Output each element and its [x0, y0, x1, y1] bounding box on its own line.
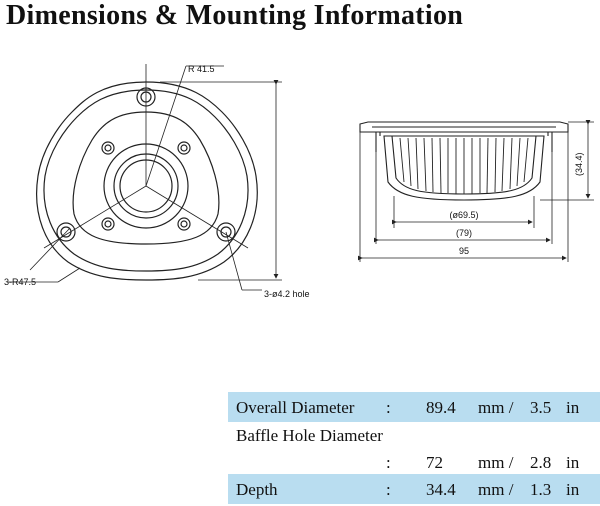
inner-plate — [72, 111, 220, 245]
spec-row-overall-diameter: Overall Diameter : 89.4 mm / 3.5 in — [228, 392, 600, 422]
spec-mm-value: 89.4 — [426, 398, 456, 417]
spec-inch-value: 2.8 — [530, 453, 552, 472]
spec-colon: : — [386, 398, 391, 417]
inner-diameter-label: (ø69.5) — [449, 210, 478, 220]
outer-diameter-label: 95 — [459, 246, 469, 256]
spec-label: Baffle Hole Diameter — [236, 426, 383, 445]
spec-mm-value: 72 — [426, 453, 443, 472]
spec-inch-unit: in — [566, 398, 580, 417]
spec-mm-value: 34.4 — [426, 480, 456, 499]
technical-drawing: R 41.5 3-R47.5 3-ø4.2 hole — [4, 64, 594, 299]
hole-label: 3-ø4.2 hole — [264, 289, 310, 299]
spec-label: Depth — [236, 480, 278, 499]
screw-holes — [101, 141, 191, 231]
spec-colon: : — [386, 453, 391, 472]
flange-outline — [36, 81, 258, 281]
spec-label: Overall Diameter — [236, 398, 355, 417]
spec-colon: : — [386, 480, 391, 499]
spec-mm-unit: mm / — [478, 480, 514, 499]
spec-inch-value: 1.3 — [530, 480, 552, 499]
spec-row-baffle-values: : 72 mm / 2.8 in — [228, 447, 600, 477]
spec-inch-unit: in — [566, 480, 580, 499]
radius-label: R 41.5 — [188, 64, 215, 74]
spec-mm-unit: mm / — [478, 398, 514, 417]
side-view — [358, 120, 594, 262]
spec-inch-unit: in — [566, 453, 580, 472]
corner-radius-label: 3-R47.5 — [4, 277, 36, 287]
spec-inch-value: 3.5 — [530, 398, 552, 417]
basket-ribs — [399, 137, 529, 194]
page-title: Dimensions & Mounting Information — [6, 0, 464, 31]
front-view — [8, 64, 282, 291]
mid-diameter-label: (79) — [456, 228, 472, 238]
spec-mm-unit: mm / — [478, 453, 514, 472]
spec-row-baffle-label: Baffle Hole Diameter — [228, 420, 600, 450]
spec-row-depth: Depth : 34.4 mm / 1.3 in — [228, 474, 600, 504]
basket — [383, 135, 545, 201]
height-label: (34.4) — [574, 152, 584, 176]
